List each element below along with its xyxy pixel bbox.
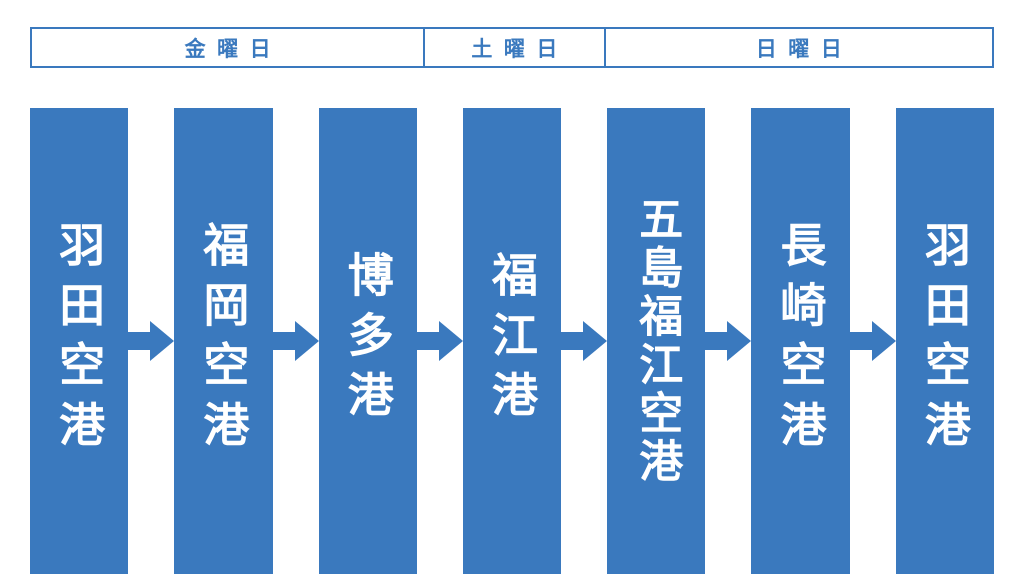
stop-bar-haneda-1: 羽田空港	[30, 108, 129, 574]
arrow-right-icon	[272, 108, 319, 574]
stop-label: 羽田空港	[52, 221, 107, 461]
stop-flow: 羽田空港 福岡空港 博多港 福江港	[30, 108, 994, 574]
stop-label: 博多港	[340, 251, 395, 431]
stop-bar-goto-fukue-airport: 五島福江空港	[607, 108, 706, 574]
arrow-right-icon	[561, 108, 608, 574]
day-header-sunday: 日曜日	[605, 27, 994, 68]
arrow-right-icon	[849, 108, 896, 574]
stop-label: 福江港	[484, 251, 539, 431]
day-header-row: 金曜日 土曜日 日曜日	[30, 27, 994, 68]
arrow-right-icon	[705, 108, 752, 574]
stop-label: 五島福江空港	[631, 195, 683, 487]
stop-bar-fukuoka: 福岡空港	[174, 108, 273, 574]
stop-bar-nagasaki: 長崎空港	[751, 108, 850, 574]
arrow-right-icon	[416, 108, 463, 574]
day-label: 日曜日	[755, 36, 854, 61]
stop-bar-fukue-port: 福江港	[462, 108, 562, 574]
stop-bar-hakata-port: 博多港	[318, 108, 417, 574]
arrow-right-icon	[128, 108, 175, 574]
stop-bar-haneda-2: 羽田空港	[895, 108, 994, 574]
day-label: 土曜日	[471, 36, 569, 61]
day-label: 金曜日	[184, 36, 283, 61]
stop-label: 羽田空港	[917, 221, 972, 461]
stop-label: 福岡空港	[196, 221, 251, 461]
stop-label: 長崎空港	[773, 221, 828, 461]
day-header-friday: 金曜日	[30, 27, 426, 68]
day-header-saturday: 土曜日	[425, 27, 606, 68]
